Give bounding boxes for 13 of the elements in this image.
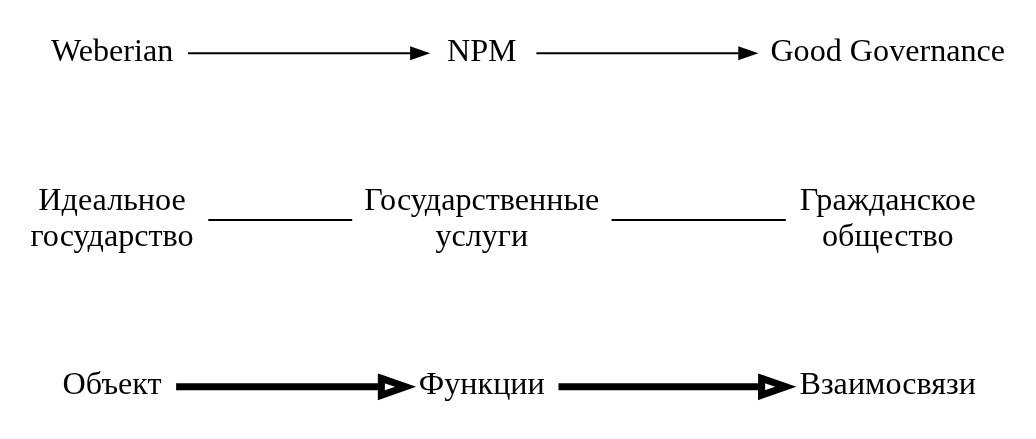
node-text: Взаимосвязи: [799, 364, 977, 401]
arrow: [188, 45, 431, 60]
connector: [611, 218, 786, 221]
node-text: NPM: [446, 31, 517, 68]
node-text: Гражданское общество: [799, 180, 976, 253]
connector: [208, 218, 353, 221]
node-text: Функции: [418, 364, 545, 401]
arrow: [536, 45, 759, 60]
node-text: Good Governance: [770, 31, 1006, 68]
node-text: Идеальное государство: [30, 180, 194, 253]
node-text: Государственные услуги: [364, 180, 600, 253]
node-text: Объект: [62, 364, 162, 401]
node-text: Weberian: [50, 31, 174, 68]
